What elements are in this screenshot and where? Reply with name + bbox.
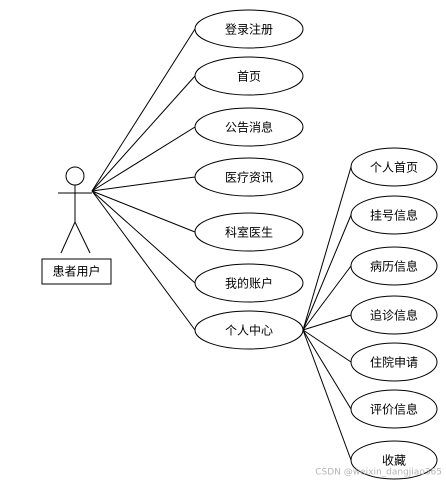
sub-use-case-label: 病历信息 <box>370 259 418 274</box>
sub-use-case-favorites: 收藏 <box>350 440 438 480</box>
sub-use-case-ellipse <box>350 246 438 286</box>
use-case-my-account: 我的账户 <box>194 263 304 303</box>
sub-use-case-ellipse <box>350 195 438 235</box>
use-case-announcements: 公告消息 <box>194 107 304 147</box>
use-case-label: 首页 <box>237 70 261 84</box>
use-case-departments-doctors: 科室医生 <box>194 212 304 252</box>
association-personal-center-medical-records <box>302 265 352 331</box>
sub-use-case-label: 住院申请 <box>370 356 418 370</box>
use-case-label: 我的账户 <box>225 276 273 291</box>
sub-use-case-registration-info: 挂号信息 <box>350 195 438 235</box>
sub-use-case-hospitalization-apply: 住院申请 <box>350 342 438 382</box>
association-personal-center-follow-up-info <box>302 314 352 331</box>
association-actor-my-account <box>91 190 196 284</box>
use-case-ellipse <box>194 157 304 197</box>
use-case-ellipse <box>194 263 304 303</box>
association-personal-center-personal-home <box>302 166 352 331</box>
use-case-label: 医疗资讯 <box>225 171 273 185</box>
sub-use-case-evaluation-info: 评价信息 <box>350 389 438 429</box>
association-personal-center-registration-info <box>302 214 352 331</box>
sub-use-case-follow-up-info: 追诊信息 <box>350 295 438 335</box>
sub-use-case-ellipse <box>350 295 438 335</box>
use-case-label: 个人中心 <box>225 323 273 338</box>
sub-use-case-label: 评价信息 <box>370 402 418 417</box>
use-case-label: 公告消息 <box>225 120 273 135</box>
actor-head <box>65 166 85 186</box>
use-case-login-register: 登录注册 <box>194 9 304 49</box>
association-personal-center-favorites <box>302 329 352 461</box>
actor-left-leg <box>60 221 76 254</box>
sub-use-case-ellipse <box>350 342 438 382</box>
sub-use-case-medical-records: 病历信息 <box>350 246 438 286</box>
use-case-ellipse <box>194 212 304 252</box>
watermark: CSDN @weixin_dangjiao365 <box>315 468 442 478</box>
sub-use-case-ellipse <box>350 440 438 480</box>
actor-right-leg <box>74 221 91 254</box>
use-case-label: 登录注册 <box>225 22 273 37</box>
use-case-ellipse <box>194 107 304 147</box>
association-lines <box>91 28 352 461</box>
association-actor-announcements <box>91 126 196 192</box>
actor-label-box <box>41 258 112 285</box>
association-actor-medical-news <box>91 176 196 192</box>
use-case-medical-news: 医疗资讯 <box>194 157 304 197</box>
association-actor-departments-doctors <box>91 190 196 233</box>
use-case-label: 科室医生 <box>225 225 273 240</box>
actor-label: 患者用户 <box>52 264 100 279</box>
use-case-ellipse <box>194 310 304 350</box>
sub-use-case-ellipse <box>350 389 438 429</box>
use-case-ellipse <box>194 9 304 49</box>
association-personal-center-hospitalization-apply <box>302 329 352 363</box>
association-actor-home <box>91 75 196 192</box>
sub-use-case-ellipse <box>350 147 438 187</box>
sub-use-case-label: 挂号信息 <box>370 208 418 223</box>
use-case-personal-center: 个人中心 <box>194 310 304 350</box>
actor-patient-user: 患者用户 <box>41 166 112 285</box>
sub-use-case-label: 收藏 <box>382 454 406 468</box>
association-personal-center-evaluation-info <box>302 329 352 410</box>
association-actor-login-register <box>91 28 196 192</box>
sub-use-case-label: 追诊信息 <box>370 308 418 323</box>
association-actor-personal-center <box>91 190 196 331</box>
use-case-ellipse <box>194 56 304 96</box>
sub-use-case-personal-home: 个人首页 <box>350 147 438 187</box>
use-case-home: 首页 <box>194 56 304 96</box>
sub-use-case-label: 个人首页 <box>370 161 418 175</box>
